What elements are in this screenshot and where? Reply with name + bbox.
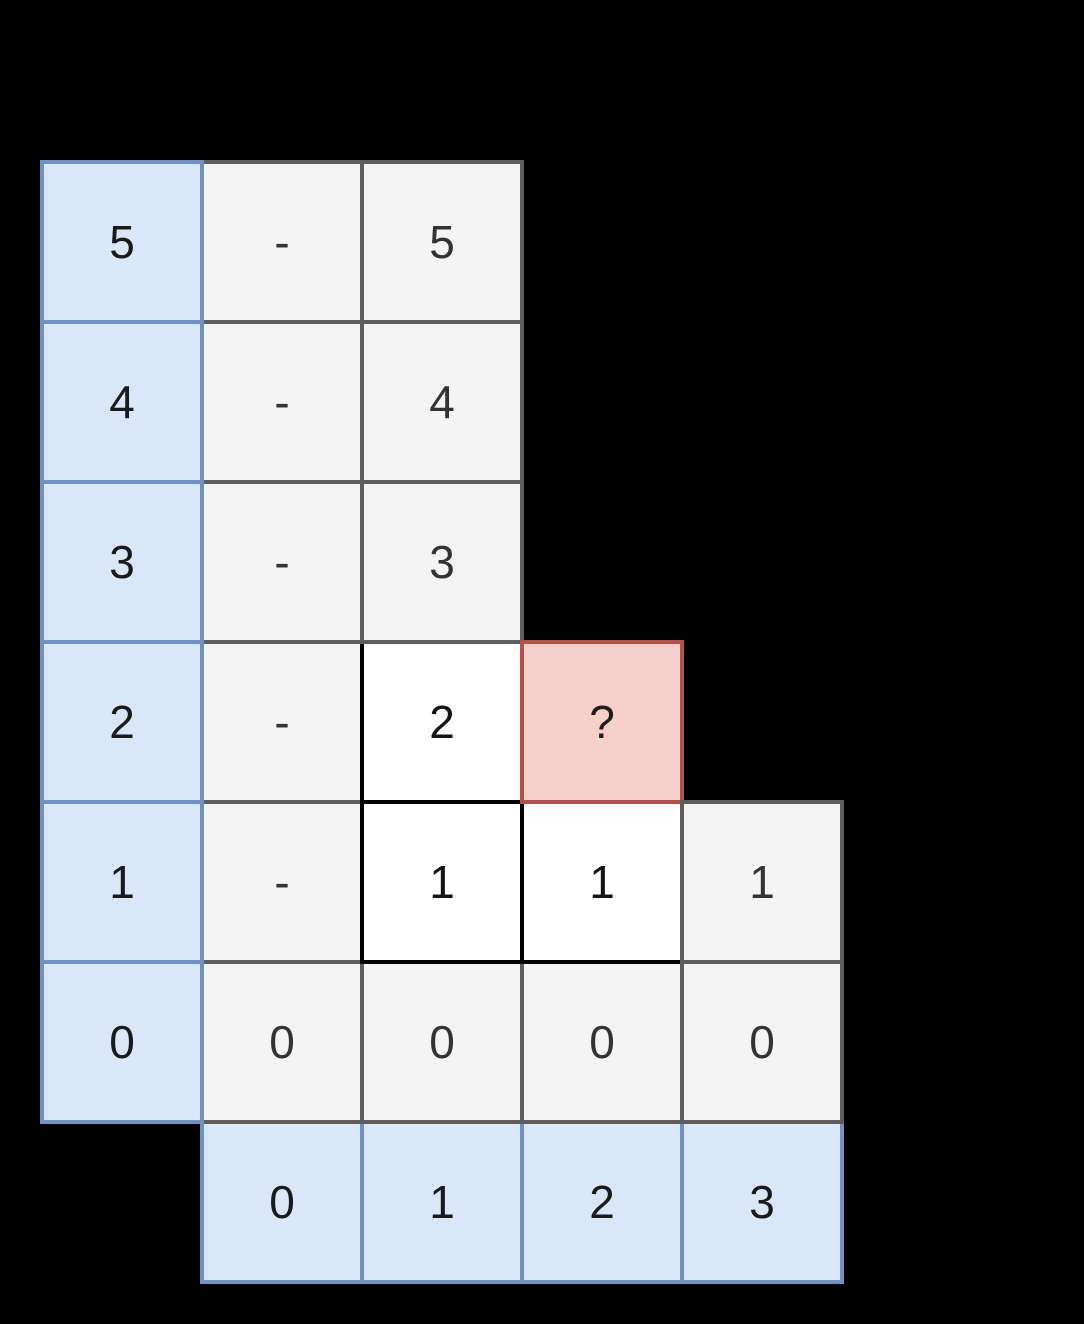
- grid-cell: 0: [680, 960, 844, 1124]
- grid-cell: 0: [200, 960, 364, 1124]
- grid-cell: -: [200, 320, 364, 484]
- grid-cell: 0: [360, 960, 524, 1124]
- grid-cell: 3: [360, 480, 524, 644]
- grid-cell: 5: [360, 160, 524, 324]
- row-header-cell: 5: [40, 160, 204, 324]
- row-header-cell: 0: [40, 960, 204, 1124]
- active-cell: 1: [520, 800, 684, 964]
- col-header-cell: 0: [200, 1120, 364, 1284]
- row-header-cell: 3: [40, 480, 204, 644]
- current-cell: ?: [520, 640, 684, 804]
- row-header-cell: 2: [40, 640, 204, 804]
- active-cell: 2: [360, 640, 524, 804]
- col-header-cell: 1: [360, 1120, 524, 1284]
- grid-cell: -: [200, 160, 364, 324]
- grid-cell: 4: [360, 320, 524, 484]
- grid-cell: -: [200, 800, 364, 964]
- grid-cell: 0: [520, 960, 684, 1124]
- grid-cell: 1: [680, 800, 844, 964]
- row-header-cell: 4: [40, 320, 204, 484]
- row-header-cell: 1: [40, 800, 204, 964]
- grid-cell: -: [200, 640, 364, 804]
- active-cell: 1: [360, 800, 524, 964]
- col-header-cell: 2: [520, 1120, 684, 1284]
- grid-cell: -: [200, 480, 364, 644]
- col-header-cell: 3: [680, 1120, 844, 1284]
